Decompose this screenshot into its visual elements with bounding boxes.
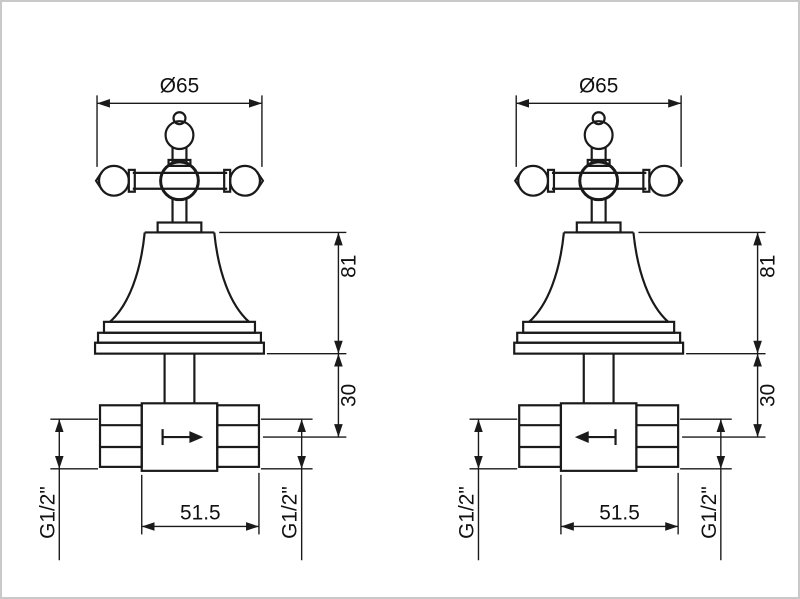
flow-arrow-left: [574, 429, 617, 446]
right-valve-labels: Ø65 81 30 51.5 G1/2" G1/2": [456, 74, 780, 538]
flow-arrow-right: [161, 429, 204, 446]
dim-label-height-81: 81: [756, 255, 779, 278]
dim-label-diameter: Ø65: [579, 74, 618, 97]
valve-drawing-left: [50, 95, 346, 560]
dim-label-thread-left: G1/2": [456, 486, 479, 539]
dim-label-width: 51.5: [180, 502, 221, 525]
dim-label-width: 51.5: [599, 502, 640, 525]
dim-label-height-81: 81: [337, 255, 360, 278]
dim-label-diameter: Ø65: [160, 74, 199, 97]
valve-drawing-right: [470, 95, 766, 560]
dim-label-thread-right: G1/2": [279, 486, 302, 539]
dim-label-height-30: 30: [756, 384, 779, 407]
dim-label-thread-right: G1/2": [698, 486, 721, 539]
dim-label-height-30: 30: [337, 384, 360, 407]
dim-label-thread-left: G1/2": [36, 486, 59, 539]
left-valve-labels: Ø65 81 30 51.5 G1/2" G1/2": [36, 74, 360, 538]
